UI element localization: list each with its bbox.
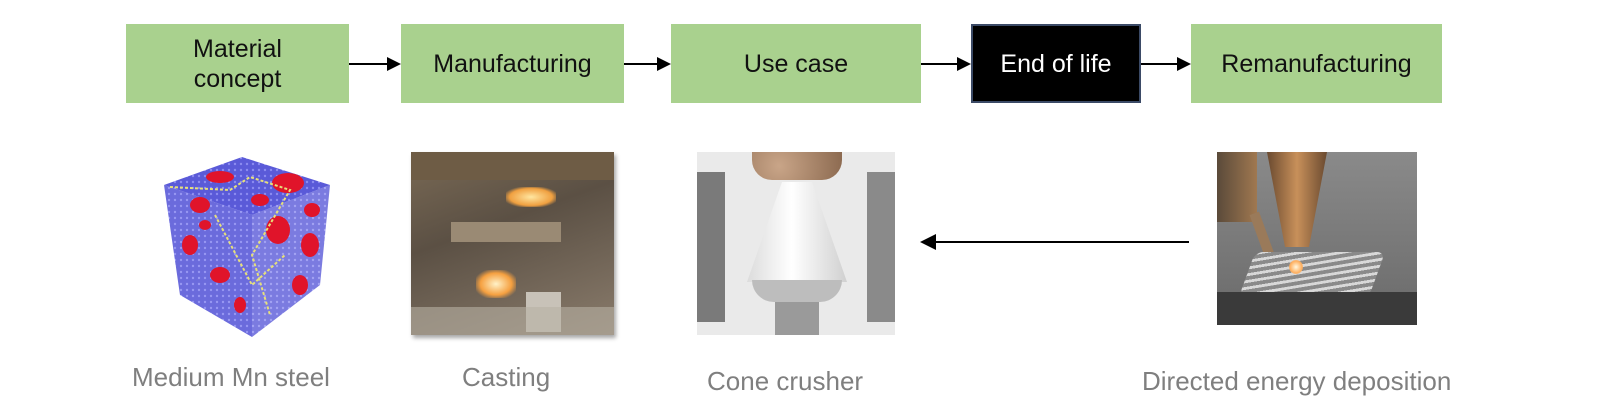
stage-label: End of life xyxy=(1000,49,1112,78)
steel-cube-image xyxy=(160,155,350,340)
stage-material-concept: Material concept xyxy=(126,24,349,103)
cone-crusher-image xyxy=(697,152,895,335)
stage-label: Manufacturing xyxy=(433,49,592,78)
stage-remanufacturing: Remanufacturing xyxy=(1191,24,1442,103)
return-arrow xyxy=(920,234,1189,250)
flow-arrow xyxy=(921,57,971,71)
stage-use-case: Use case xyxy=(671,24,921,103)
flow-arrow xyxy=(1141,57,1191,71)
caption-casting: Casting xyxy=(462,362,551,392)
stage-label: Use case xyxy=(743,49,849,78)
casting-image xyxy=(411,152,614,335)
ded-image xyxy=(1217,152,1417,325)
flow-arrow xyxy=(624,57,671,71)
stage-end-of-life: End of life xyxy=(971,24,1141,103)
stage-label: Remanufacturing xyxy=(1221,49,1412,78)
caption-cone-crusher: Cone crusher xyxy=(707,366,864,396)
stage-label-line1: Material xyxy=(193,34,282,63)
caption-directed-energy-deposition: Directed energy deposition xyxy=(1142,366,1452,396)
caption-medium-mn-steel: Medium Mn steel xyxy=(132,362,330,392)
flow-arrow xyxy=(349,57,401,71)
stage-manufacturing: Manufacturing xyxy=(401,24,624,103)
stage-label-line2: concept xyxy=(193,64,282,93)
